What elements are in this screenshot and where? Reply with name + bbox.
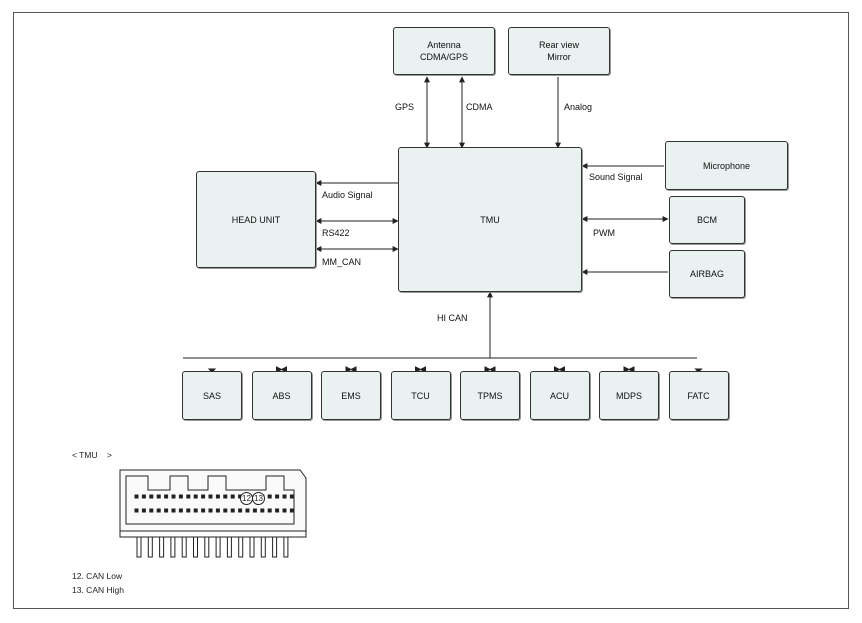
can-node-label: TPMS	[477, 390, 503, 401]
can-node-label: SAS	[202, 390, 221, 401]
gps-label: GPS	[395, 102, 415, 112]
rear-view-mirror-block: Rear view Mirror	[508, 27, 610, 75]
can-node-label: MDPS	[615, 390, 642, 401]
can-node-tpms: TPMS	[460, 371, 520, 420]
can-node-connector-tick	[415, 366, 426, 373]
can-node-sas: SAS	[182, 371, 242, 420]
pin-13-mark: 13	[252, 492, 265, 505]
legend-can-low: 12. CAN Low	[72, 571, 123, 581]
airbag-label: AIRBAG	[689, 269, 724, 279]
can-node-connector-tick	[484, 366, 496, 373]
can-node-connector-tick	[694, 368, 703, 373]
sound-signal-label: Sound Signal	[589, 172, 643, 182]
can-node-connector-tick	[623, 366, 635, 373]
microphone-block: Microphone	[665, 141, 788, 190]
audio-signal-label: Audio Signal	[322, 190, 373, 200]
mirror-sublabel: Mirror	[547, 52, 571, 62]
antenna-sublabel: CDMA/GPS	[419, 52, 468, 62]
pwm-label: PWM	[593, 228, 615, 238]
can-node-mdps: MDPS	[599, 371, 659, 420]
cdma-label: CDMA	[466, 102, 493, 112]
can-node-label: ACU	[549, 390, 569, 401]
can-node-abs: ABS	[251, 371, 312, 420]
can-node-acu: ACU	[529, 371, 590, 420]
antenna-block: Antenna CDMA/GPS	[393, 27, 495, 75]
can-node-connector-tick	[554, 366, 565, 373]
head-unit-block: HEAD UNIT	[196, 171, 316, 268]
bcm-label: BCM	[697, 215, 717, 225]
can-node-label: FATC	[687, 390, 710, 401]
can-node-connector-tick	[207, 368, 217, 373]
airbag-block: AIRBAG	[669, 250, 745, 298]
mm-can-label: MM_CAN	[322, 257, 362, 267]
analog-label: Analog	[564, 102, 593, 112]
head-unit-label: HEAD UNIT	[231, 214, 281, 225]
tmu-block: TMU	[398, 147, 582, 292]
tmu-label: TMU	[480, 214, 500, 225]
legend-can-high: 13. CAN High	[72, 585, 124, 595]
antenna-label: Antenna	[427, 40, 461, 50]
can-node-connector-tick	[345, 366, 357, 373]
can-node-fatc: FATC	[668, 371, 729, 420]
can-node-ems: EMS	[321, 371, 381, 420]
can-node-connector-tick	[276, 366, 287, 373]
diagram-frame	[13, 12, 849, 609]
can-node-tcu: TCU	[390, 371, 451, 420]
bcm-block: BCM	[669, 196, 745, 244]
microphone-label: Microphone	[702, 160, 751, 171]
can-node-label: TCU	[411, 390, 430, 401]
can-node-label: ABS	[272, 390, 291, 401]
hi-can-label: HI CAN	[437, 313, 468, 323]
can-node-label: EMS	[341, 390, 361, 401]
connector-title: < TMU >	[72, 450, 112, 460]
rs422-label: RS422	[322, 228, 350, 238]
mirror-label: Rear view	[538, 40, 579, 50]
